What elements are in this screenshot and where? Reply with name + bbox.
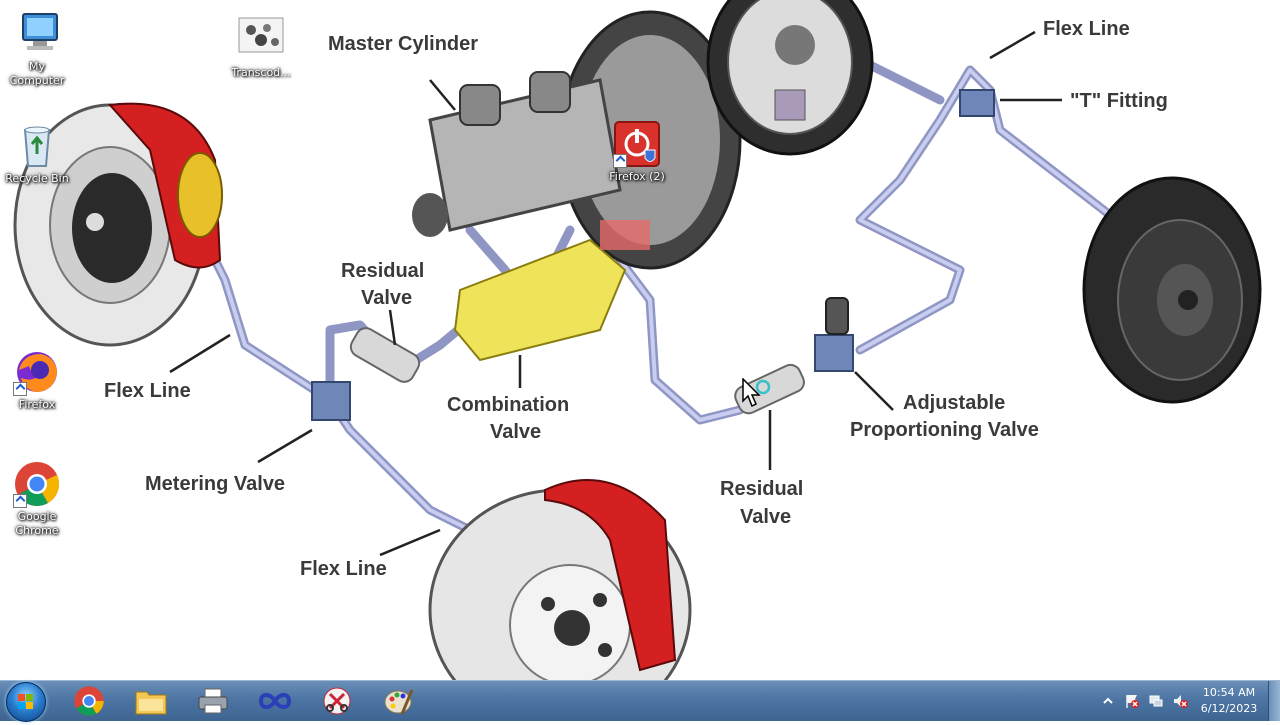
- desktop-icon-label: My: [28, 60, 45, 73]
- desktop-icon-label: Chrome: [15, 524, 59, 537]
- desktop-icon-label: Transcod...: [231, 66, 291, 79]
- left-front-rotor: [13, 102, 223, 347]
- residual-valve-left: [349, 327, 421, 383]
- show-hidden-icons-chevron[interactable]: [1100, 693, 1116, 709]
- desktop-icon-label: Recycle Bin: [5, 172, 69, 185]
- start-button[interactable]: [6, 682, 46, 722]
- chrome-icon: [74, 686, 104, 716]
- desktop-icon-firefox-2[interactable]: Firefox (2): [602, 120, 672, 184]
- chrome-icon: [13, 460, 61, 508]
- bottom-front-rotor: [428, 479, 692, 680]
- volume-muted-icon[interactable]: [1172, 693, 1188, 709]
- combination-valve: [453, 238, 627, 362]
- desktop-icon-recycle-bin[interactable]: Recycle Bin: [2, 122, 72, 186]
- desktop-icon-my-computer[interactable]: My Computer: [2, 10, 72, 88]
- snipping-tool-icon: [323, 687, 351, 715]
- t-fitting: [959, 89, 995, 117]
- taskbar-paint-button[interactable]: [372, 683, 426, 719]
- label-residual-valve-right-line2: Valve: [740, 506, 791, 528]
- taskbar-printer-button[interactable]: [186, 683, 240, 719]
- network-icon[interactable]: [1148, 693, 1164, 709]
- infinity-app-icon: [258, 693, 292, 709]
- taskbar-snipping-tool-button[interactable]: [310, 683, 364, 719]
- label-residual-valve-right-line1: Residual: [720, 478, 803, 500]
- taskbar-infinity-app-button[interactable]: [248, 683, 302, 719]
- desktop-icon-label: Firefox (2): [609, 170, 665, 183]
- label-adjustable-line1: Adjustable: [903, 392, 1005, 414]
- label-metering-valve: Metering Valve: [145, 473, 285, 495]
- label-master-cylinder: Master Cylinder: [328, 33, 478, 55]
- label-combination-valve-line2: Valve: [490, 421, 541, 443]
- taskbar-chrome-button[interactable]: [62, 683, 116, 719]
- adjustable-proportioning-valve: [814, 297, 854, 372]
- clock-date: 6/12/2023: [1200, 702, 1258, 715]
- label-flex-line-top: Flex Line: [1043, 18, 1130, 40]
- desktop-icon-transcoder[interactable]: Transcod...: [226, 16, 296, 80]
- desktop-icon-google-chrome[interactable]: Google Chrome: [2, 460, 72, 538]
- desktop-icon-firefox[interactable]: Firefox: [2, 348, 72, 412]
- shutdown-shield-icon: [613, 120, 661, 168]
- desktop-icon-label: Computer: [9, 74, 65, 87]
- callout-arrows: [169, 30, 1062, 557]
- brake-system-wallpaper: Master Cylinder Flex Line "T" Fitting Re…: [13, 0, 1262, 680]
- firefox-icon: [13, 348, 61, 396]
- label-combination-valve-line1: Combination: [447, 394, 569, 416]
- mouse-cursor-busy-icon: [742, 378, 771, 408]
- top-right-drum: [706, 0, 874, 156]
- printer-icon: [198, 688, 228, 714]
- file-explorer-icon: [135, 691, 167, 715]
- paint-icon: [384, 689, 414, 715]
- desktop-icon-label: Google: [17, 510, 57, 523]
- label-residual-valve-left-line1: Residual: [341, 260, 424, 282]
- show-desktop-button[interactable]: [1268, 681, 1280, 721]
- label-t-fitting: "T" Fitting: [1070, 90, 1168, 112]
- taskbar-file-explorer-button[interactable]: [124, 683, 178, 719]
- taskbar: 10:54 AM 6/12/2023: [0, 680, 1280, 722]
- metering-valve: [311, 381, 351, 421]
- desktop-icon-label: Firefox: [18, 398, 56, 411]
- label-flex-line-left: Flex Line: [104, 380, 191, 402]
- action-center-flag-icon[interactable]: [1124, 693, 1140, 709]
- computer-icon: [13, 10, 61, 58]
- clock-time: 10:54 AM: [1202, 686, 1256, 699]
- transcoder-icon: [237, 16, 285, 64]
- recycle-bin-icon: [13, 122, 61, 170]
- system-clock[interactable]: 10:54 AM 6/12/2023: [1196, 685, 1262, 717]
- label-residual-valve-left-line2: Valve: [361, 287, 412, 309]
- windows-logo-icon: [18, 694, 33, 709]
- right-drum: [1082, 176, 1262, 404]
- label-adjustable-line2: Proportioning Valve: [850, 419, 1039, 441]
- label-flex-line-bottom: Flex Line: [300, 558, 387, 580]
